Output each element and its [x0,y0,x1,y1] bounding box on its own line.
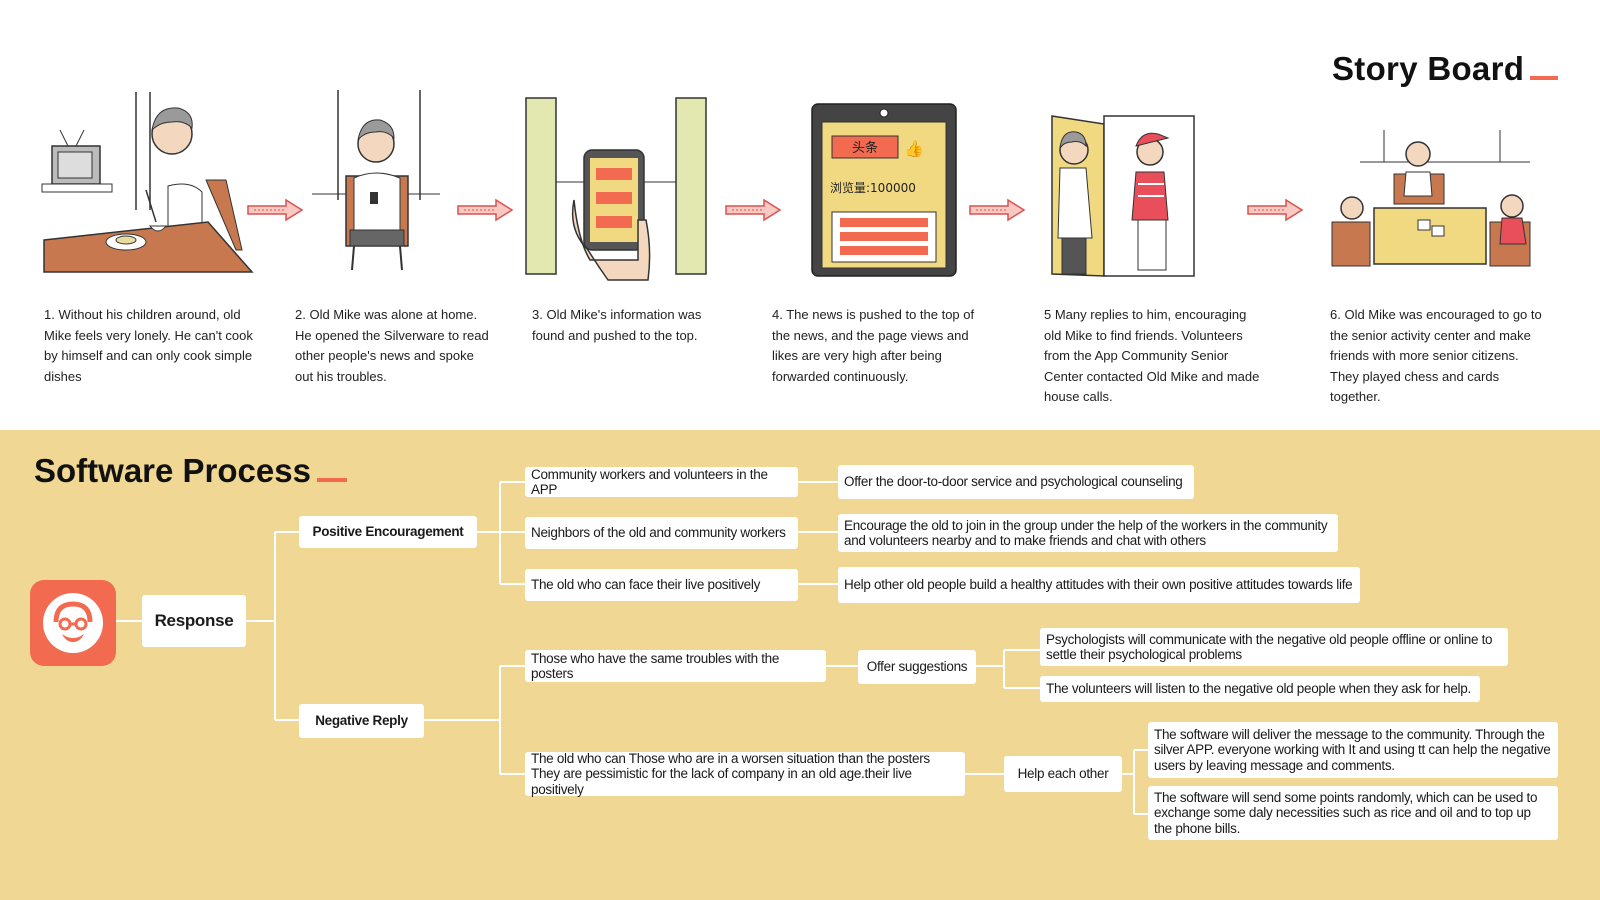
storyboard-arrow-icon [969,198,1026,222]
negative-result-1-1: Psychologists will communicate with the … [1040,628,1508,666]
views-count-text: 浏览量:100000 [830,180,916,195]
old-man-face-icon [53,601,93,642]
negative-reply-node: Negative Reply [299,704,424,738]
lonely-dinner-illustration [41,92,254,273]
positive-who-1: Community workers and volunteers in the … [525,467,798,497]
app-icon [30,580,116,666]
app-icon-circle [43,593,103,653]
senior-center-illustration [1331,130,1531,267]
positive-what-1: Offer the door-to-door service and psych… [838,465,1194,499]
storyboard-arrow-icon [725,198,782,222]
storyboard-section: Story Board [0,0,1600,430]
storyboard-arrow-icon [1247,198,1304,222]
process-title: Software Process [34,452,347,490]
reading-phone-illustration [312,90,440,271]
hand-phone-illustration [525,97,707,281]
positive-encouragement-node: Positive Encouragement [299,516,477,548]
software-process-section: Software Process Response Positive Encou… [0,430,1600,900]
storyboard-frame-5 [1044,90,1264,280]
response-node: Response [142,595,246,647]
offer-suggestions-node: Offer suggestions [858,650,976,684]
negative-result-2-1: The software will deliver the message to… [1148,722,1558,778]
positive-who-2: Neighbors of the old and community worke… [525,517,798,549]
storyboard-frame-4: 头条 👍 浏览量:100000 [808,90,1028,280]
tablet-news-illustration: 头条 👍 浏览量:100000 [811,103,957,277]
storyboard-caption-6: 6. Old Mike was encouraged to go to the … [1330,307,1542,404]
storyboard-caption-1: 1. Without his children around, old Mike… [44,307,253,384]
storyboard-arrow-icon [457,198,514,222]
title-underscore-mark [316,478,347,482]
thumbs-up-icon: 👍 [904,139,924,158]
headline-text: 头条 [852,140,878,156]
storyboard-caption-5: 5 Many replies to him, encouraging old M… [1044,307,1260,404]
storyboard-caption-3: 3. Old Mike's information was found and … [532,307,702,343]
storyboard-caption-4: 4. The news is pushed to the top of the … [772,307,975,384]
help-each-other-node: Help each other [1004,756,1122,792]
storyboard-arrow-icon [247,198,304,222]
storyboard-title: Story Board [1332,50,1559,88]
storyboard-frame-1 [38,90,258,280]
storyboard-caption-2: 2. Old Mike was alone at home. He opened… [295,307,489,384]
negative-result-2-2: The software will send some points rando… [1148,786,1558,840]
negative-result-1-2: The volunteers will listen to the negati… [1040,676,1480,702]
storyboard-frame-2 [290,90,510,280]
positive-what-3: Help other old people build a healthy at… [838,567,1360,603]
negative-who-2: The old who can Those who are in a worse… [525,751,965,797]
positive-what-2: Encourage the old to join in the group u… [838,514,1338,552]
process-connector-lines [116,481,1148,815]
house-call-illustration [1051,115,1195,277]
positive-who-3: The old who can face their live positive… [525,569,798,601]
storyboard-frame-6 [1330,90,1550,280]
title-underscore-mark [1530,76,1559,80]
storyboard-frame-3 [518,90,738,281]
negative-who-1: Those who have the same troubles with th… [525,650,826,682]
